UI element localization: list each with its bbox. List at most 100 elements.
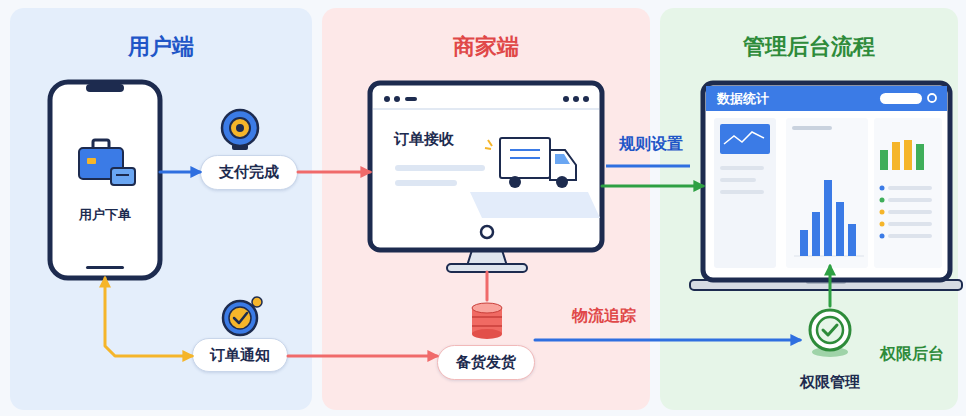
laptop-illustration	[892, 142, 900, 170]
laptop-illustration	[928, 94, 936, 102]
laptop-illustration	[880, 150, 888, 170]
permission-node: 权限管理	[800, 306, 860, 398]
permission-icon	[823, 325, 837, 335]
swimlane-panel-text: 商家端	[322, 30, 650, 64]
laptop-illustration	[880, 186, 885, 191]
monitor-illustration	[395, 165, 485, 171]
check-badge-icon	[229, 307, 251, 329]
flow-arrow	[298, 171, 370, 174]
monitor-node: 订单接收	[370, 83, 602, 272]
laptop-illustration	[800, 230, 808, 256]
monitor-illustration	[447, 264, 527, 272]
monitor-illustration	[555, 154, 570, 164]
webcam-icon	[222, 110, 258, 150]
monitor-illustration	[395, 180, 457, 186]
swimlane-panel-text: 管理后台流程	[660, 30, 958, 64]
database-icon	[472, 325, 502, 327]
permission-icon	[810, 310, 850, 357]
laptop-illustration	[888, 234, 932, 238]
phone-illustration	[86, 266, 124, 269]
edge-label: 物流追踪	[556, 306, 652, 327]
laptop-illustration	[794, 256, 864, 257]
laptop-illustration	[888, 186, 932, 190]
laptop-illustration	[880, 222, 885, 227]
laptop-illustration	[720, 124, 770, 154]
swimlane-panel: 用户端用户下单 支付完成订单通知	[10, 8, 312, 410]
laptop-illustration	[880, 93, 922, 104]
monitor-illustration	[467, 250, 507, 266]
check-badge-icon	[252, 297, 262, 307]
laptop-node: 数据统计	[703, 83, 950, 280]
phone-illustration	[79, 148, 123, 179]
check-badge-icon	[223, 301, 257, 335]
laptop-illustration	[880, 198, 885, 203]
laptop-illustration	[836, 202, 844, 256]
note-label: 权限后台	[872, 344, 952, 365]
phone-illustration	[50, 82, 160, 278]
laptop-illustration	[888, 210, 932, 214]
laptop-illustration	[720, 190, 764, 194]
flow-arrow	[486, 272, 489, 300]
laptop-illustration	[880, 234, 885, 239]
monitor-illustration	[394, 96, 400, 102]
swimlane-panel-text: 用户端	[10, 30, 312, 64]
laptop-illustration	[848, 224, 856, 256]
database-icon	[472, 316, 502, 318]
laptop-illustration	[874, 118, 942, 268]
permission-icon	[810, 310, 850, 350]
laptop-illustration	[714, 118, 776, 268]
permission-node-text: 权限管理	[788, 370, 872, 394]
swimlane-panel: 商家端订单接收备货发货	[322, 8, 650, 410]
process-pill-text: 支付完成	[200, 155, 298, 190]
rule-line	[606, 165, 690, 168]
process-pill-text: 备货发货	[437, 345, 535, 380]
process-pill: 备货发货	[437, 300, 535, 380]
laptop-illustration	[720, 166, 764, 170]
laptop-illustration	[690, 83, 962, 290]
monitor-illustration	[384, 96, 390, 102]
permission-icon	[817, 317, 843, 343]
flow-arrow	[288, 355, 437, 358]
laptop-illustration	[706, 86, 947, 111]
process-pill-text: 订单通知	[192, 338, 288, 372]
flow-arrow	[105, 278, 192, 356]
database-icon	[472, 303, 502, 313]
phone-illustration	[50, 82, 160, 278]
flow-arrow	[829, 266, 832, 306]
monitor-illustration	[370, 83, 602, 272]
phone-node-text: 用户下单	[50, 204, 160, 226]
laptop-node-text: 数据统计	[717, 86, 817, 111]
phone-illustration	[86, 84, 124, 92]
phone-illustration	[111, 168, 135, 185]
monitor-illustration	[583, 96, 589, 102]
monitor-illustration	[556, 176, 568, 188]
phone-illustration	[87, 158, 96, 164]
laptop-illustration	[703, 83, 950, 280]
edge-label: 规则设置	[606, 134, 696, 155]
laptop-illustration	[806, 280, 846, 284]
process-pill: 支付完成	[200, 110, 298, 190]
laptop-illustration	[812, 212, 820, 256]
webcam-icon	[232, 144, 248, 150]
check-badge-icon	[223, 297, 262, 335]
laptop-illustration	[792, 126, 832, 130]
laptop-illustration	[880, 210, 885, 215]
monitor-illustration	[509, 176, 521, 188]
flow-arrow	[160, 171, 200, 174]
laptop-illustration	[786, 118, 868, 268]
monitor-illustration	[510, 149, 540, 151]
webcam-icon	[236, 124, 244, 132]
rule-line	[606, 166, 690, 167]
monitor-illustration	[510, 157, 540, 159]
laptop-illustration	[904, 140, 912, 170]
database-icon	[472, 308, 502, 334]
phone-illustration	[93, 140, 109, 150]
process-pill: 订单通知	[192, 296, 288, 372]
monitor-illustration	[405, 97, 417, 101]
monitor-node-text: 订单接收	[394, 127, 484, 151]
monitor-illustration	[485, 140, 492, 149]
monitor-illustration	[370, 83, 602, 250]
laptop-illustration	[888, 222, 932, 226]
laptop-illustration	[690, 280, 962, 290]
